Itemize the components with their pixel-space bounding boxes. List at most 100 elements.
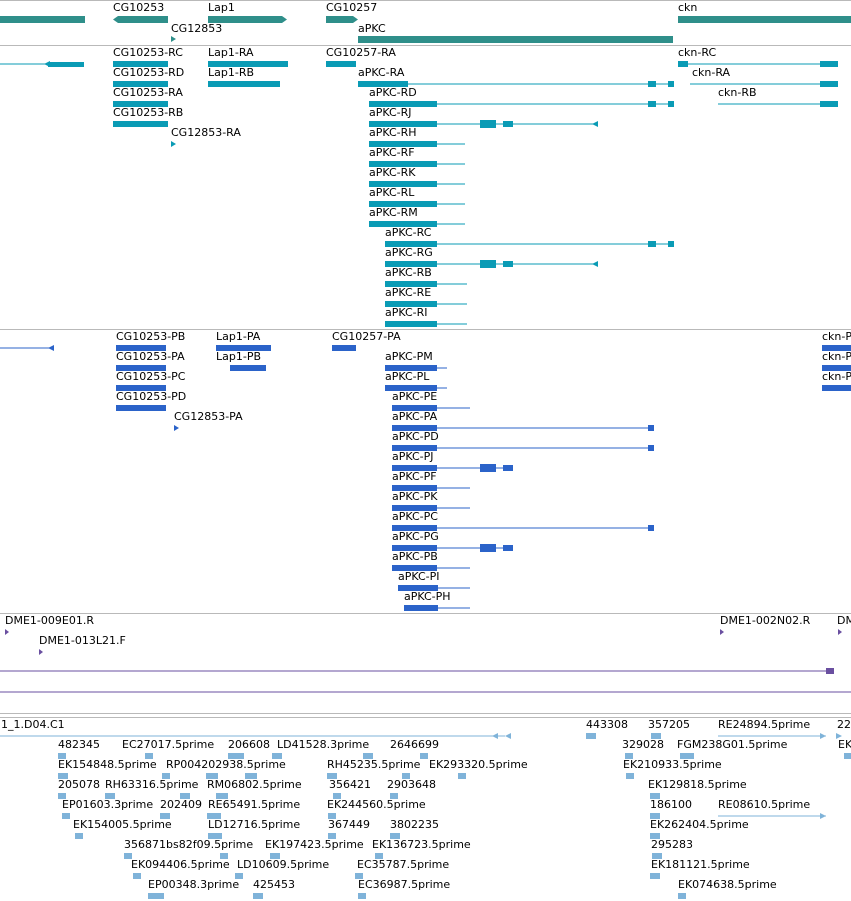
mrna-label[interactable]: aPKC-RM	[369, 206, 418, 219]
est-label[interactable]: 356421	[329, 778, 371, 791]
clone-label[interactable]: DME1-013L21.F	[39, 634, 126, 647]
protein-label[interactable]: aPKC-PD	[392, 430, 439, 443]
mrna-label[interactable]: aPKC-RF	[369, 146, 415, 159]
protein-label[interactable]: aPKC-PA	[392, 410, 438, 423]
est-label[interactable]: FGM238G01.5prime	[677, 738, 788, 751]
protein-label[interactable]: ckn-P	[822, 350, 851, 363]
mrna-label[interactable]: ckn-RA	[692, 66, 731, 79]
est-label[interactable]: EC36987.5prime	[358, 878, 451, 891]
est-label[interactable]: 206608	[228, 738, 270, 751]
est-label[interactable]: EC27017.5prime	[122, 738, 215, 751]
protein-label[interactable]: CG12853-PA	[174, 410, 243, 423]
est-label[interactable]: RH63316.5prime	[105, 778, 199, 791]
est-label[interactable]: 329028	[622, 738, 664, 751]
gene-label[interactable]: CG12853	[171, 22, 223, 35]
est-label[interactable]: LD41528.3prime	[277, 738, 370, 751]
protein-features[interactable]	[0, 345, 851, 611]
gene-features[interactable]	[0, 16, 851, 43]
est-label[interactable]: EP00348.3prime	[148, 878, 240, 891]
protein-label[interactable]: aPKC-PF	[392, 470, 437, 483]
protein-label[interactable]: Lap1-PA	[216, 330, 261, 343]
est-label[interactable]: 356871	[124, 838, 166, 851]
est-label[interactable]: EK210933.5prime	[623, 758, 722, 771]
est-label[interactable]: 357205	[648, 718, 690, 731]
est-label[interactable]: 443308	[586, 718, 628, 731]
mrna-label[interactable]: Lap1-RB	[208, 66, 255, 79]
est-features[interactable]	[0, 733, 851, 899]
mrna-label[interactable]: aPKC-RI	[385, 306, 428, 319]
mrna-label[interactable]: aPKC-RC	[385, 226, 432, 239]
est-label[interactable]: EK	[838, 738, 851, 751]
protein-label[interactable]: aPKC-PL	[385, 370, 430, 383]
mrna-features[interactable]	[0, 61, 838, 327]
est-label[interactable]: 2903648	[387, 778, 436, 791]
mrna-label[interactable]: aPKC-RL	[369, 186, 415, 199]
protein-label[interactable]: aPKC-PM	[385, 350, 433, 363]
est-label[interactable]: 482345	[58, 738, 100, 751]
est-label[interactable]: EK154848.5prime	[58, 758, 157, 771]
clone-label[interactable]: DM	[837, 614, 851, 627]
est-label[interactable]: EK197423.5prime	[265, 838, 364, 851]
est-label[interactable]: RE24894.5prime	[718, 718, 811, 731]
est-label[interactable]: 186100	[650, 798, 692, 811]
mrna-label[interactable]: CG10253-RA	[113, 86, 183, 99]
mrna-label[interactable]: CG10253-RC	[113, 46, 183, 59]
est-label[interactable]: LD12716.5prime	[208, 818, 301, 831]
mrna-label[interactable]: aPKC-RE	[385, 286, 432, 299]
est-label[interactable]: 367449	[328, 818, 370, 831]
est-label[interactable]: RE65491.5prime	[208, 798, 301, 811]
est-label[interactable]: EK129818.5prime	[648, 778, 747, 791]
mrna-label[interactable]: CG10253-RB	[113, 106, 184, 119]
mrna-label[interactable]: aPKC-RJ	[369, 106, 412, 119]
est-label[interactable]: EK293320.5prime	[429, 758, 528, 771]
protein-label[interactable]: aPKC-PI	[398, 570, 440, 583]
est-label[interactable]: 205078	[58, 778, 100, 791]
clone-label[interactable]: DME1-009E01.R	[5, 614, 94, 627]
protein-label[interactable]: ckn-P	[822, 370, 851, 383]
est-label[interactable]: EK074638.5prime	[678, 878, 777, 891]
est-label[interactable]: 202409	[160, 798, 202, 811]
protein-label[interactable]: aPKC-PB	[392, 550, 438, 563]
est-label[interactable]: EK136723.5prime	[372, 838, 471, 851]
protein-label[interactable]: aPKC-PH	[404, 590, 451, 603]
gene-label[interactable]: ckn	[678, 1, 698, 14]
est-label[interactable]: RH45235.5prime	[327, 758, 421, 771]
protein-label[interactable]: Lap1-PB	[216, 350, 261, 363]
gene-label[interactable]: Lap1	[208, 1, 235, 14]
protein-label[interactable]: aPKC-PJ	[392, 450, 434, 463]
gene-label[interactable]: aPKC	[358, 22, 386, 35]
mrna-label[interactable]: aPKC-RK	[369, 166, 416, 179]
mrna-label[interactable]: aPKC-RH	[369, 126, 417, 139]
est-label[interactable]: RM06802.5prime	[207, 778, 302, 791]
est-label[interactable]: bs82f09.5prime	[166, 838, 254, 851]
protein-label[interactable]: CG10253-PA	[116, 350, 185, 363]
protein-label[interactable]: aPKC-PG	[392, 530, 439, 543]
mrna-label[interactable]: ckn-RB	[718, 86, 757, 99]
protein-label[interactable]: CG10253-PD	[116, 390, 187, 403]
mrna-label[interactable]: CG12853-RA	[171, 126, 241, 139]
protein-label[interactable]: CG10253-PB	[116, 330, 186, 343]
est-label[interactable]: RE08610.5prime	[718, 798, 811, 811]
protein-label[interactable]: aPKC-PC	[392, 510, 438, 523]
protein-label[interactable]: ckn-P	[822, 330, 851, 343]
est-label[interactable]: 295283	[651, 838, 693, 851]
est-label[interactable]: RP004202938.5prime	[166, 758, 286, 771]
est-label[interactable]: 22	[837, 718, 851, 731]
est-label[interactable]: EK154005.5prime	[73, 818, 172, 831]
mrna-label[interactable]: CG10257-RA	[326, 46, 396, 59]
mrna-label[interactable]: aPKC-RG	[385, 246, 433, 259]
est-label[interactable]: EK094406.5prime	[131, 858, 230, 871]
gene-label[interactable]: CG10257	[326, 1, 378, 14]
clone-features[interactable]	[0, 629, 851, 693]
est-label[interactable]: EK244560.5prime	[327, 798, 426, 811]
protein-label[interactable]: CG10253-PC	[116, 370, 186, 383]
mrna-label[interactable]: aPKC-RB	[385, 266, 432, 279]
est-label[interactable]: EC35787.5prime	[357, 858, 450, 871]
protein-label[interactable]: aPKC-PK	[392, 490, 438, 503]
est-label[interactable]: 425453	[253, 878, 295, 891]
est-label[interactable]: EK181121.5prime	[651, 858, 750, 871]
est-label[interactable]: 2646699	[390, 738, 439, 751]
est-label[interactable]: 1_1.D04.C1	[1, 718, 65, 731]
mrna-label[interactable]: aPKC-RD	[369, 86, 417, 99]
protein-label[interactable]: aPKC-PE	[392, 390, 438, 403]
